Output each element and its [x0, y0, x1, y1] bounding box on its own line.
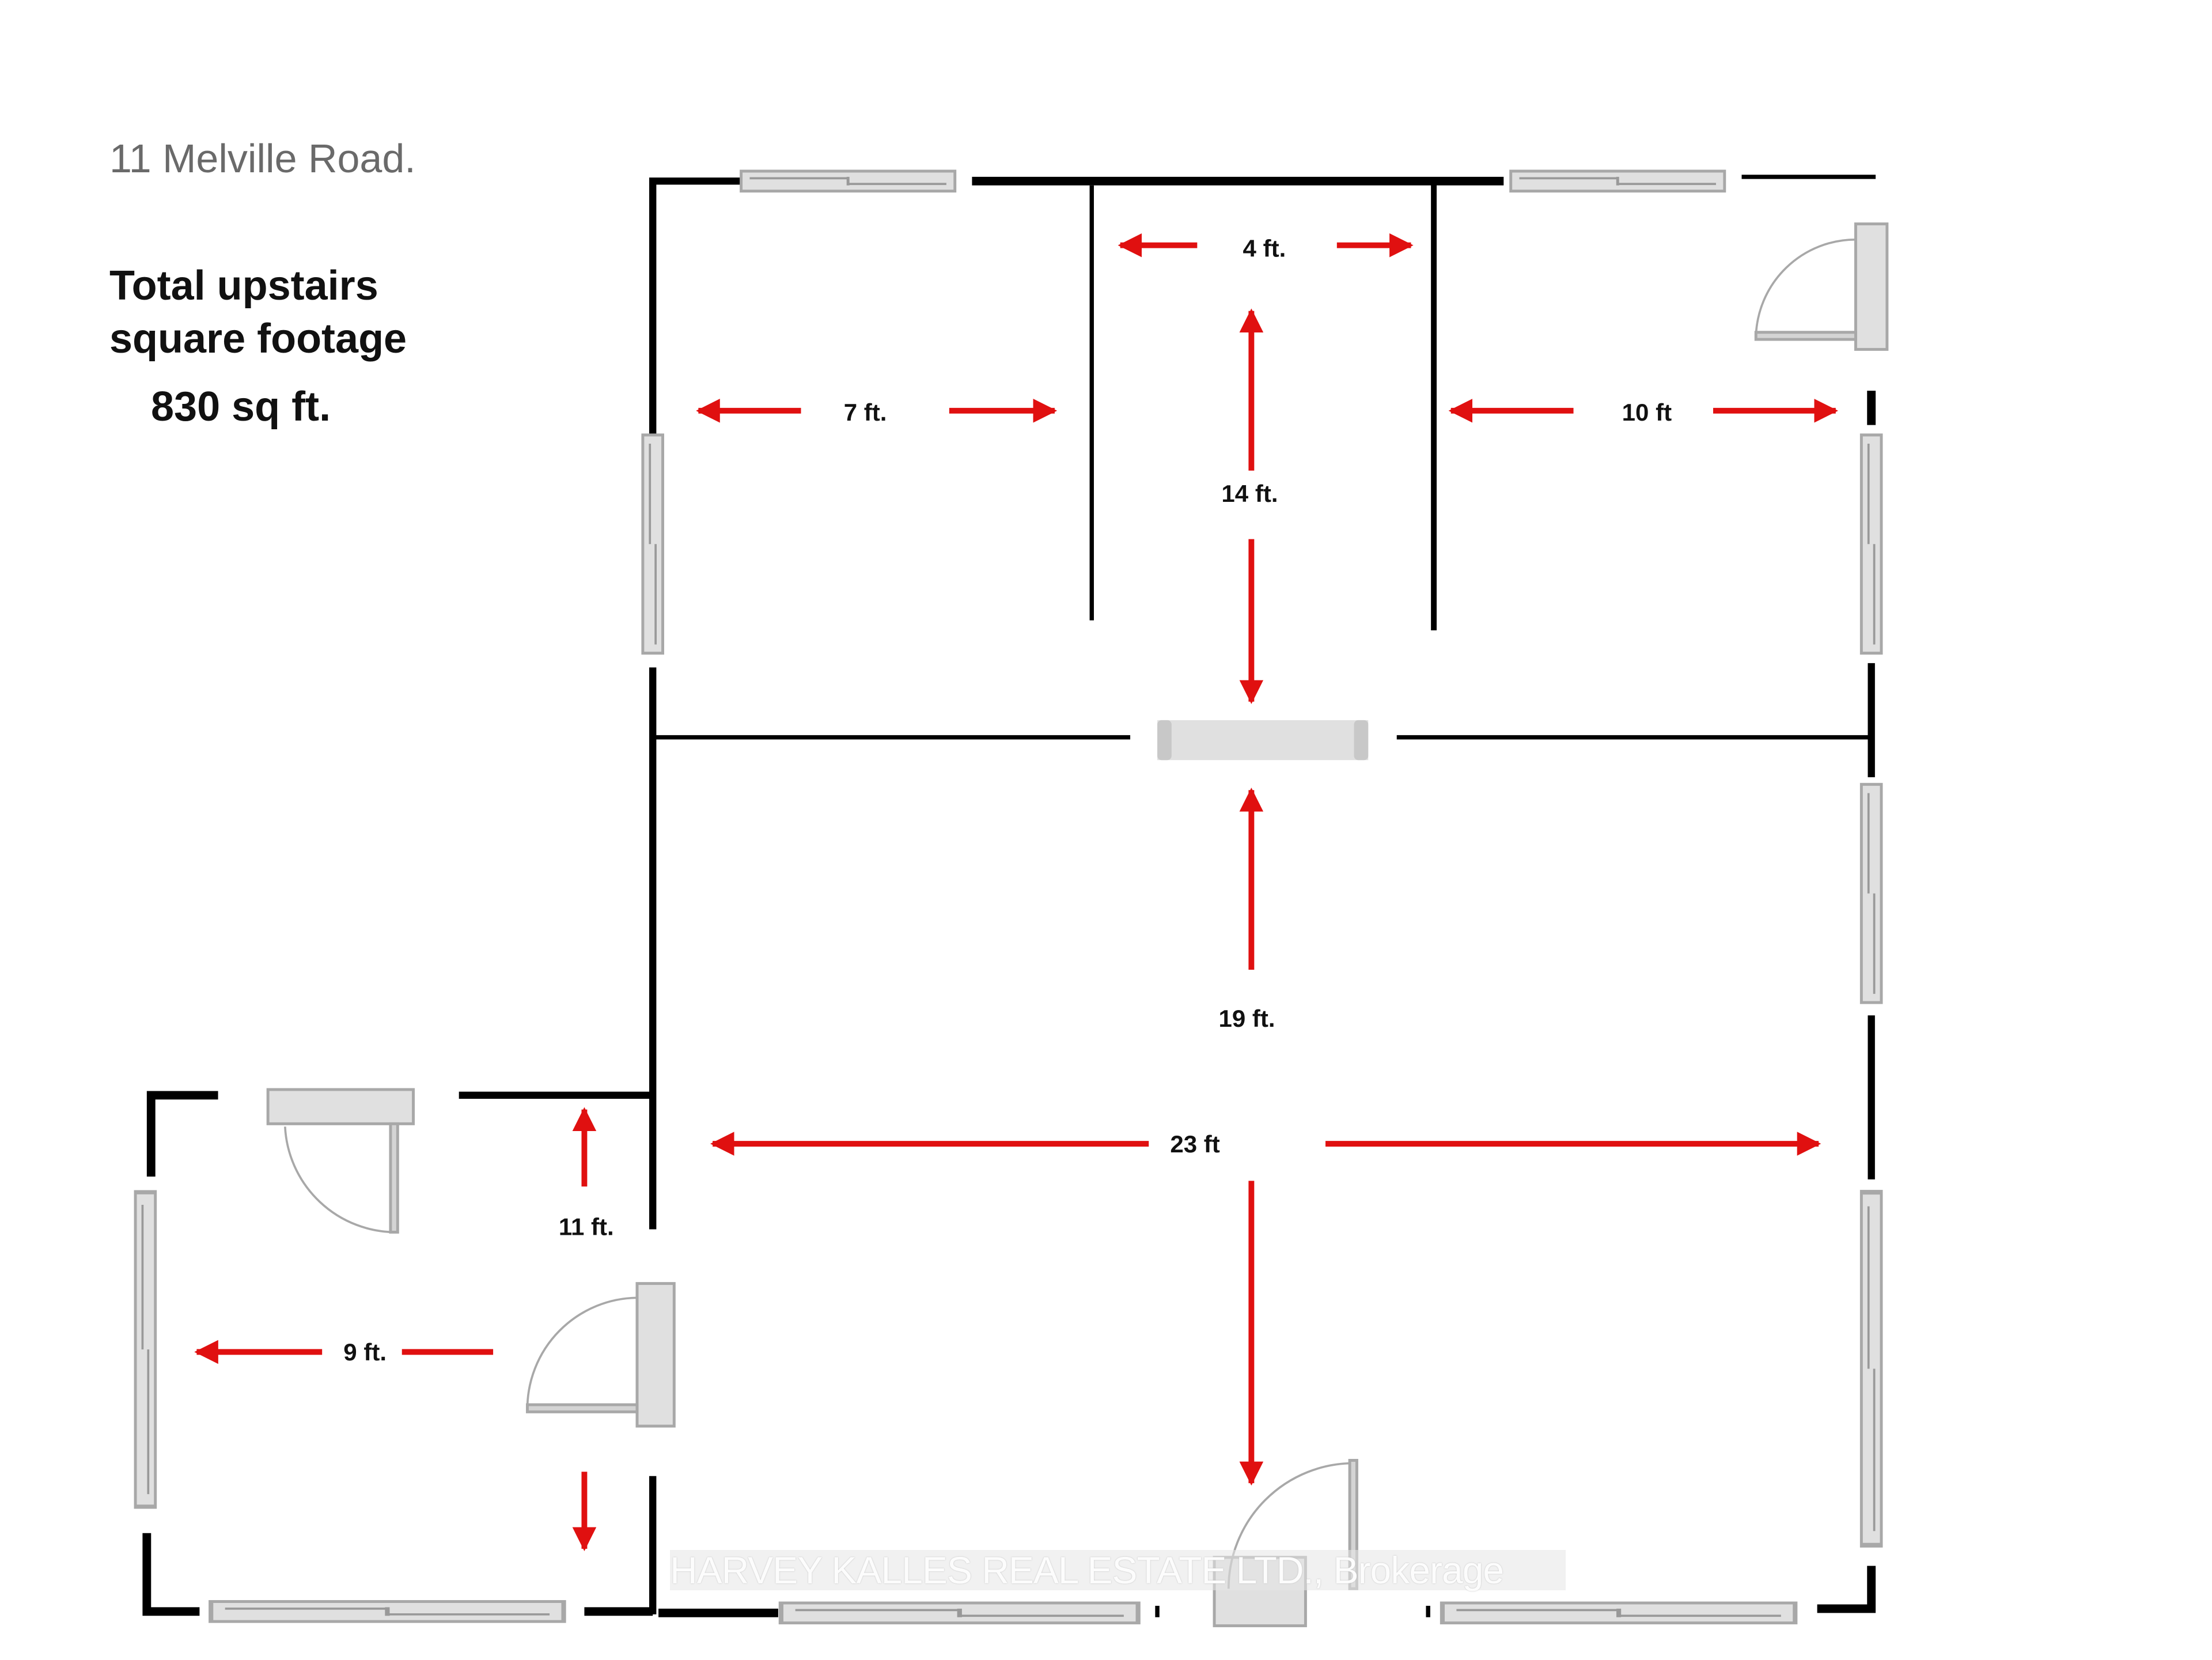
window-icon	[135, 1192, 156, 1507]
total-area-value: 830 sq ft.	[151, 384, 331, 430]
dim-label-left-bedroom-width: 7 ft.	[844, 399, 887, 426]
brokerage-watermark: HARVEY KALLES REAL ESTATE LTD., Brokerag…	[670, 1550, 1566, 1590]
door-icon	[525, 1282, 676, 1428]
dimension-labels: 4 ft. 7 ft. 10 ft 14 ft. 19 ft. 23 ft 11…	[343, 235, 1672, 1366]
window-icon	[1861, 784, 1881, 1003]
total-area-label-line2: square footage	[109, 316, 407, 362]
dim-label-main-room-depth: 19 ft.	[1218, 1005, 1275, 1032]
door-icon	[266, 1088, 415, 1234]
dim-label-right-bedroom-width: 10 ft	[1622, 399, 1672, 426]
window-icon	[211, 1602, 563, 1622]
doors	[266, 222, 1889, 1628]
dimension-arrows	[194, 233, 1838, 1552]
dim-label-top-hall-width: 4 ft.	[1243, 235, 1286, 262]
window-icon	[1442, 1603, 1795, 1623]
total-area-label: Total upstairs square footage	[109, 259, 407, 365]
closet-opening-icon	[1157, 720, 1369, 761]
dim-label-main-room-width: 23 ft	[1170, 1130, 1219, 1158]
window-icon	[1861, 435, 1881, 653]
door-icon	[1754, 222, 1889, 351]
total-area-label-line1: Total upstairs	[109, 263, 378, 309]
window-icon	[1511, 171, 1725, 191]
windows	[135, 171, 1881, 1623]
walls	[142, 175, 1876, 1617]
dim-label-small-room-width: 9 ft.	[343, 1338, 387, 1366]
window-icon	[1861, 1192, 1881, 1545]
dim-label-upper-depth: 14 ft.	[1221, 480, 1278, 507]
door-icon	[1213, 1459, 1358, 1628]
window-icon	[781, 1603, 1138, 1623]
property-address: 11 Melville Road.	[109, 136, 416, 181]
dim-label-small-room-depth: 11 ft.	[559, 1213, 614, 1240]
window-icon	[643, 435, 663, 653]
window-icon	[741, 171, 955, 191]
